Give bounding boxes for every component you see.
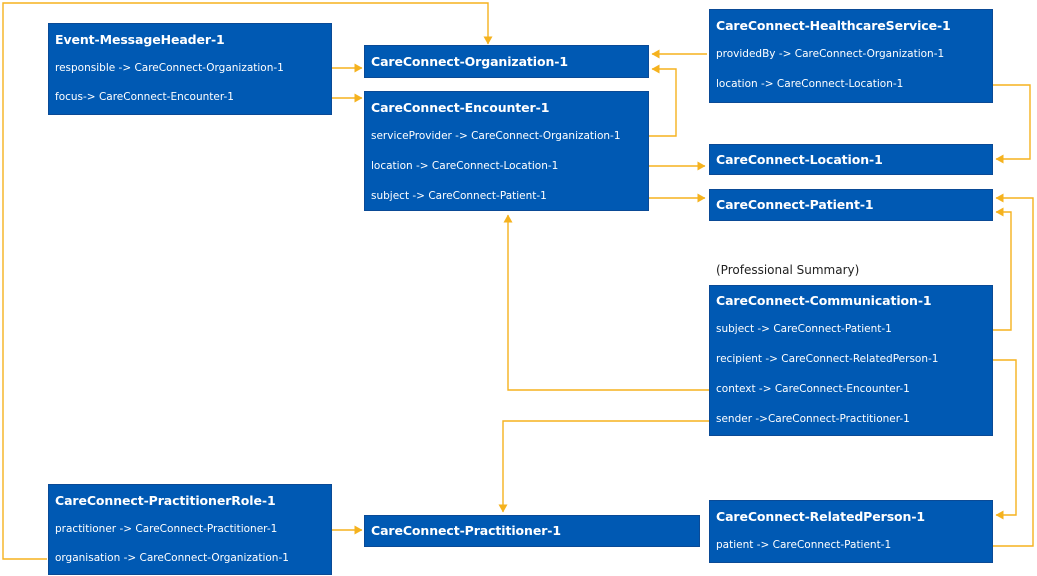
box-title: CareConnect-HealthcareService-1 — [716, 18, 951, 33]
location-box: CareConnect-Location-1 — [709, 144, 993, 175]
box-title: CareConnect-Practitioner-1 — [371, 523, 561, 538]
message-header-box: Event-MessageHeader-1 responsible -> Car… — [48, 23, 332, 115]
box-title: CareConnect-PractitionerRole-1 — [55, 493, 276, 508]
connector-comm-context — [503, 214, 709, 391]
reference-row: patient -> CareConnect-Patient-1 — [716, 539, 892, 551]
reference-row: providedBy -> CareConnect-Organization-1 — [716, 48, 945, 60]
connector-comm-sender — [498, 420, 709, 513]
reference-row: responsible -> CareConnect-Organization-… — [55, 62, 284, 74]
box-title: CareConnect-Patient-1 — [716, 197, 874, 212]
reference-row: subject -> CareConnect-Patient-1 — [371, 190, 547, 202]
reference-row: context -> CareConnect-Encounter-1 — [716, 383, 910, 395]
box-title: CareConnect-Encounter-1 — [371, 100, 550, 115]
connector-role-organisation — [2, 2, 493, 560]
professional-summary-caption: (Professional Summary) — [716, 263, 860, 277]
connector-service-provider — [632, 64, 677, 137]
related-person-box: CareConnect-RelatedPerson-1 patient -> C… — [709, 500, 993, 563]
organization-box: CareConnect-Organization-1 — [364, 45, 649, 78]
reference-row: subject -> CareConnect-Patient-1 — [716, 323, 892, 335]
reference-row: practitioner -> CareConnect-Practitioner… — [55, 523, 278, 535]
encounter-box: CareConnect-Encounter-1 serviceProvider … — [364, 91, 649, 211]
reference-row: location -> CareConnect-Location-1 — [716, 78, 904, 90]
practitioner-role-box: CareConnect-PractitionerRole-1 practitio… — [48, 484, 332, 575]
reference-row: organisation -> CareConnect-Organization… — [55, 552, 289, 564]
box-title: CareConnect-RelatedPerson-1 — [716, 509, 926, 524]
box-title: CareConnect-Communication-1 — [716, 293, 932, 308]
reference-row: sender ->CareConnect-Practitioner-1 — [716, 413, 910, 425]
reference-row: focus-> CareConnect-Encounter-1 — [55, 91, 234, 103]
communication-box: CareConnect-Communication-1 subject -> C… — [709, 285, 993, 436]
box-title: CareConnect-Location-1 — [716, 152, 883, 167]
reference-row: recipient -> CareConnect-RelatedPerson-1 — [716, 353, 939, 365]
box-title: CareConnect-Organization-1 — [371, 54, 568, 69]
practitioner-box: CareConnect-Practitioner-1 — [364, 515, 700, 547]
reference-row: location -> CareConnect-Location-1 — [371, 160, 559, 172]
box-title: Event-MessageHeader-1 — [55, 32, 225, 47]
reference-row: serviceProvider -> CareConnect-Organizat… — [371, 130, 621, 142]
healthcare-service-box: CareConnect-HealthcareService-1 provided… — [709, 9, 993, 103]
patient-box: CareConnect-Patient-1 — [709, 189, 993, 221]
